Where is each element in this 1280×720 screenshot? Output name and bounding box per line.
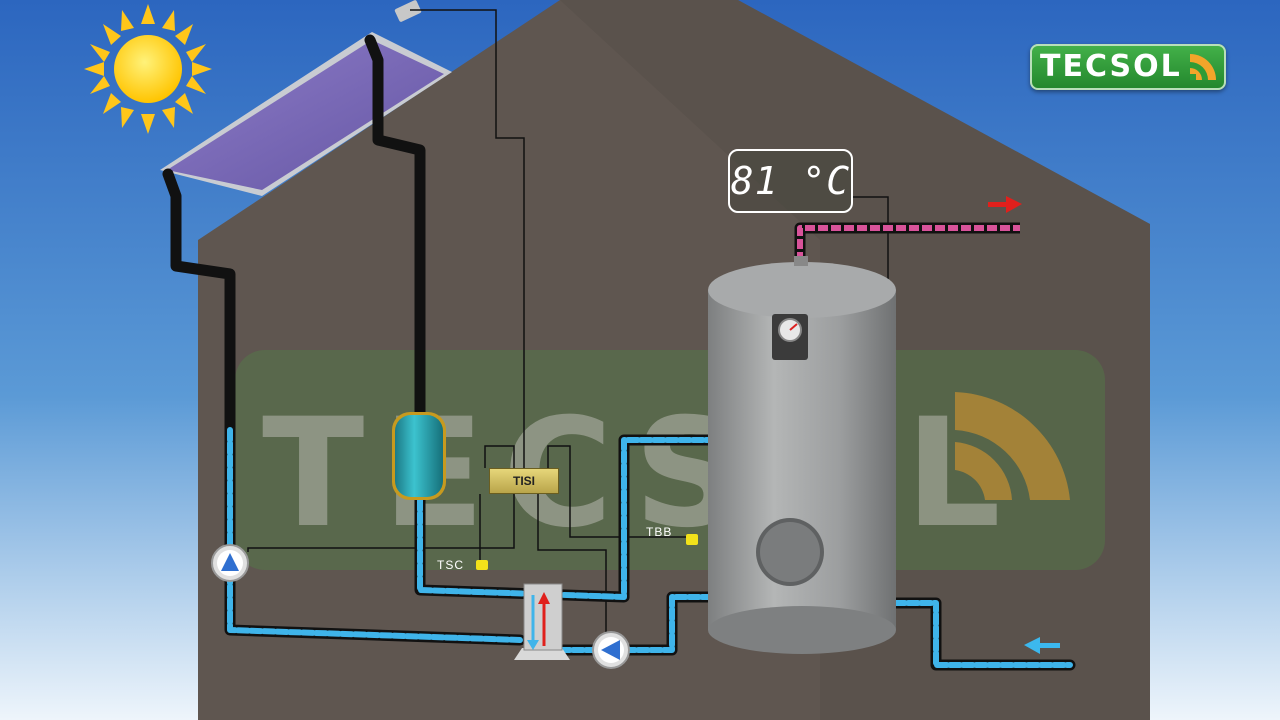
sensor-label-tsc: TSC [437,558,464,572]
temperature-display: 81 °C [728,149,853,213]
thermometer-icon [772,314,808,360]
brand-logo-text: TECSOL [1040,49,1182,84]
sensor-tbb [686,534,698,545]
heat-exchanger-icon [514,583,570,660]
watermark-logo-text: TECSOL [262,387,1019,561]
expansion-vessel-icon [392,412,446,500]
cold-water-arrow-icon [1024,637,1060,654]
roof-sensor [394,0,422,22]
pump-icon [211,544,249,582]
brand-logo: TECSOL [1030,44,1226,90]
controller-tisi: TISI [489,468,559,494]
hot-water-arrow-icon [988,196,1022,213]
storage-tank [708,256,896,654]
sensor-label-tbb: TBB [646,525,673,539]
sun-icon [84,4,212,134]
signal-waves-icon [1190,54,1216,80]
sensor-tsc [476,560,488,570]
pump-icon [592,631,630,669]
